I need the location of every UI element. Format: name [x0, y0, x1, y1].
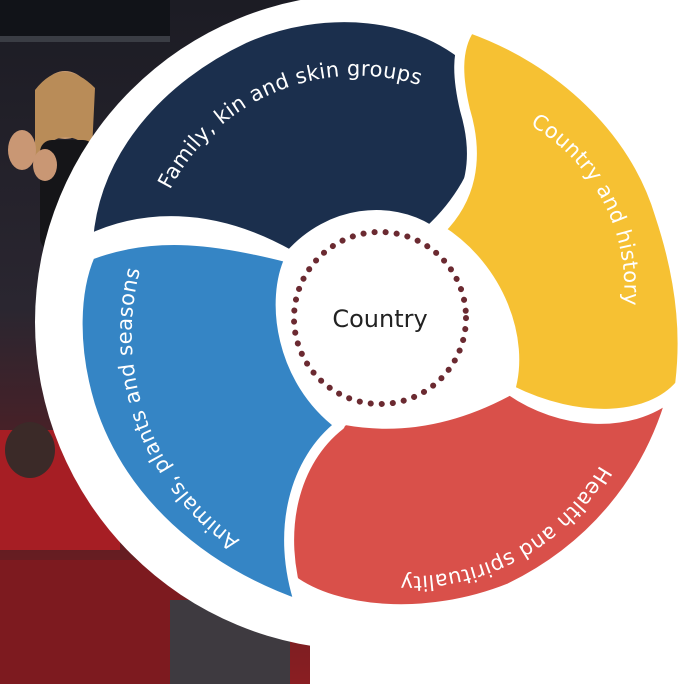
segment-animals-plants-seasons [72, 235, 345, 610]
center-dotted-ring [291, 229, 469, 407]
center-circle [288, 226, 472, 410]
center-label: Country [332, 305, 427, 333]
